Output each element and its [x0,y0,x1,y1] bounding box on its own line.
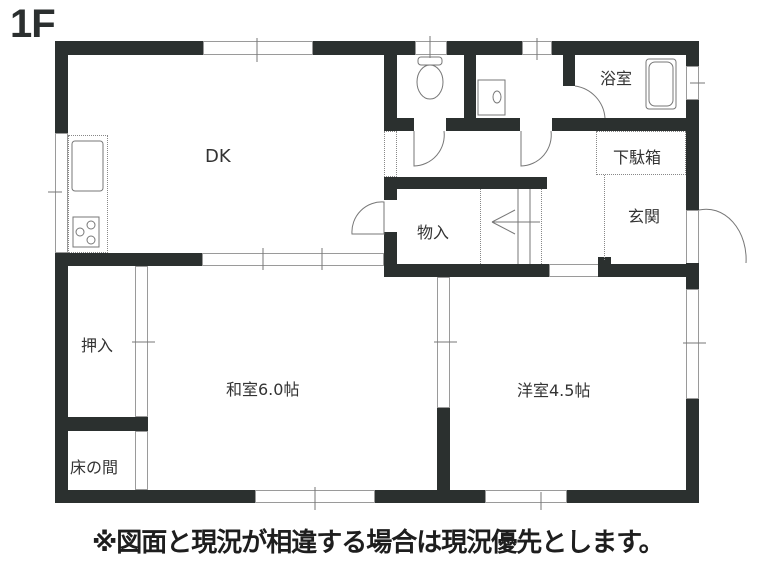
room-label-entrance: 玄関 [628,207,661,226]
wall-top-right [552,41,699,55]
wall-left-top [55,41,68,133]
room-label-dk: DK [205,146,231,167]
bath-door-swing [574,85,606,119]
wall-wet-bottom-a [384,118,414,131]
bathtub-icon [645,58,677,110]
wall-japanese-west [437,408,450,503]
hall-left-line [384,131,397,177]
stairs-outline [480,189,542,264]
wall-storage-bottom [384,264,549,277]
toilet-icon [416,64,444,100]
disclaimer-note: ※図面と現況が相違する場合は現況優先とします。 [92,528,665,558]
kitchen-sink-icon [71,140,104,192]
washbasin-icon [477,79,506,116]
wall-storage-top [384,177,547,189]
window-western-bottom [485,490,567,503]
room-label-western: 洋室4.5帖 [517,381,591,400]
window-western-right [686,289,699,399]
wall-top-left [55,41,203,55]
shoe-box-outline [596,131,686,175]
floor-label: 1F [10,2,56,46]
window-toilet [415,41,447,55]
entrance-door-swing [698,208,747,264]
room-label-bathroom: 浴室 [600,69,633,88]
sliding-door-dk [202,253,384,266]
room-label-tokonoma: 床の間 [70,458,119,477]
wall-bottom-left [55,490,255,503]
wall-bottom-mid [375,490,485,503]
wall-closet-bottom [55,417,148,431]
room-label-japanese: 和室6.0帖 [226,380,300,399]
stove-icon [72,216,100,248]
wall-right-bottom [686,399,699,503]
window-kitchen-left [55,133,68,253]
window-dk-top [203,41,313,55]
toilet-door-swing [413,130,445,167]
wall-left-bottom [55,253,68,503]
wall-toilet-left [384,41,397,131]
wall-right-top [686,41,699,66]
kitchen-counter [68,135,108,253]
entrance-step [604,175,606,260]
wall-toilet-right [464,41,476,131]
stairs-arrow-icon [491,189,540,264]
room-label-storage: 物入 [417,223,450,242]
wall-wet-bottom-b [446,118,520,131]
washroom-door-swing [520,130,552,167]
room-label-shoe-box: 下駄箱 [613,148,662,167]
storage-door-swing [351,201,385,235]
wall-dk-bottom [55,253,202,266]
wall-bottom-right [567,490,699,503]
wall-entrance-bottom [598,264,699,277]
wall-wet-bottom-c [552,118,699,131]
wall-bath-left [563,41,575,86]
room-label-closet: 押入 [81,336,114,355]
tokonoma-edge [135,431,148,490]
